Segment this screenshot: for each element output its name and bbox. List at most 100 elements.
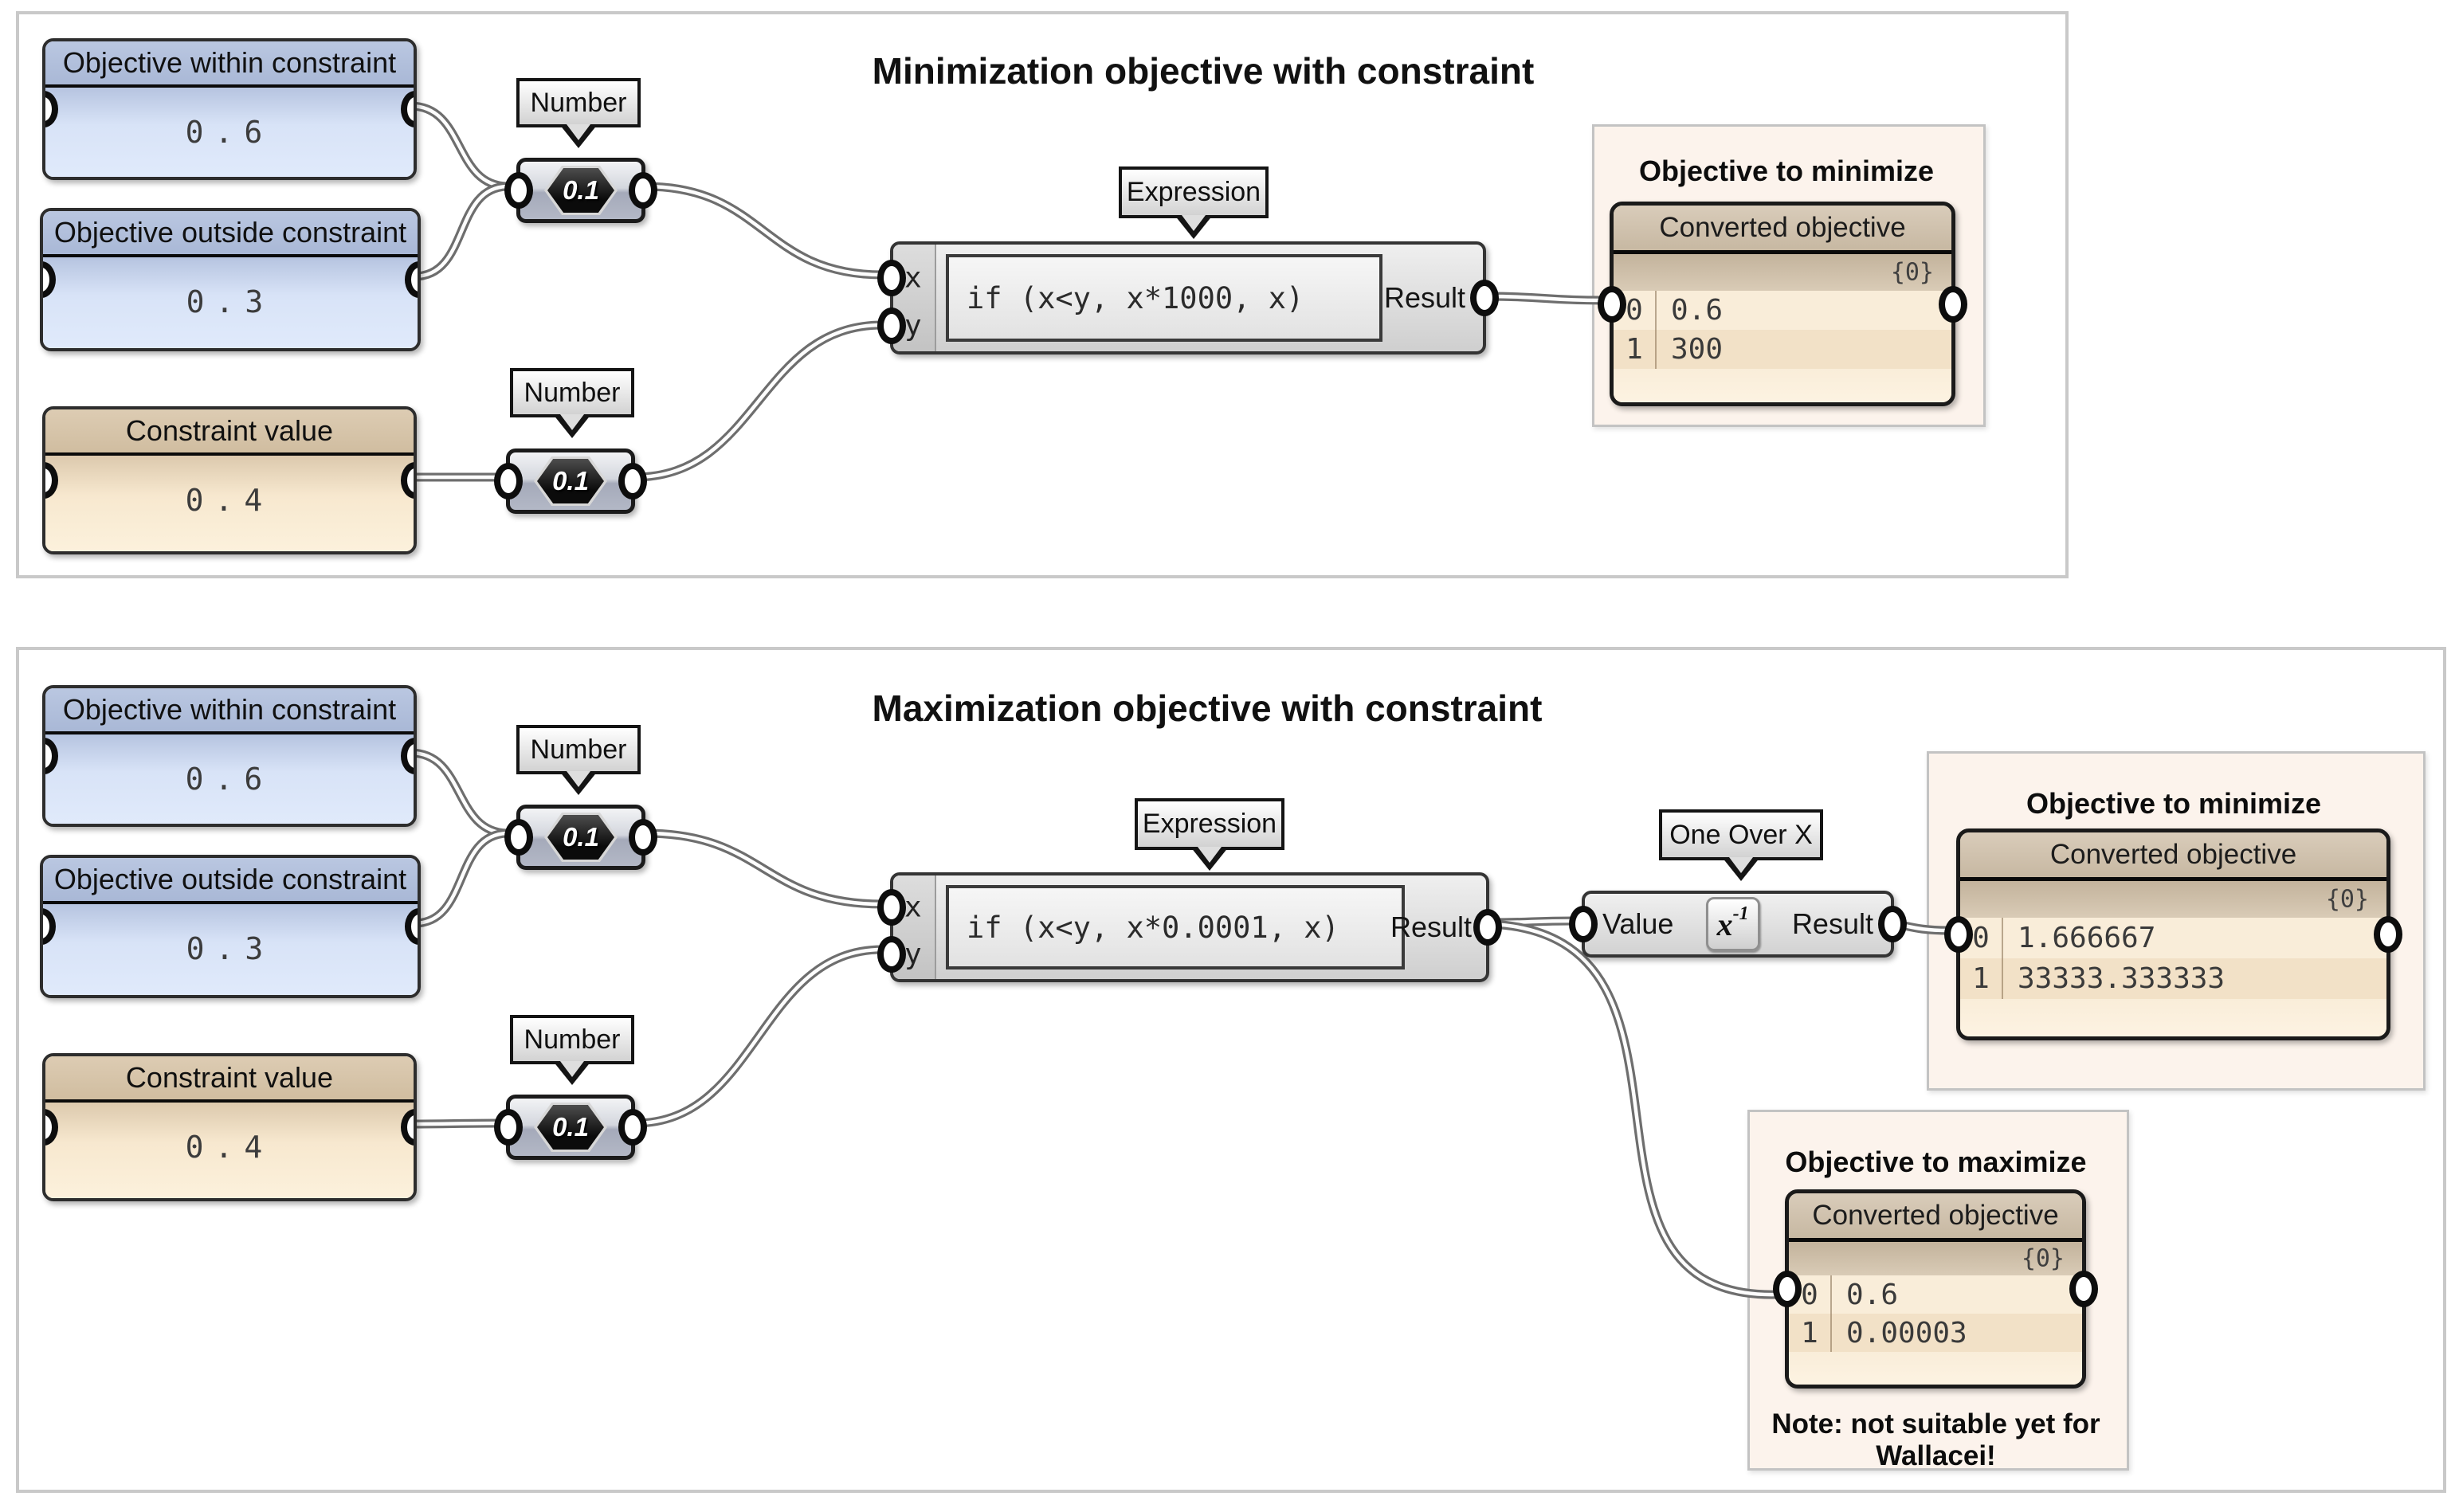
input-nub[interactable] bbox=[494, 1109, 523, 1146]
data-panel-converted-objective-top[interactable]: Converted objective {0} 0 0.6 1 300 bbox=[1598, 202, 1967, 406]
output-label-result: Result bbox=[1383, 281, 1465, 314]
data-row: 1 300 bbox=[1614, 330, 1951, 369]
x-inverse-icon: x -1 bbox=[1705, 897, 1760, 951]
balloon-number-2-top: Number bbox=[510, 368, 634, 438]
slider-value: 0.1 bbox=[563, 822, 599, 852]
data-filler-row bbox=[1960, 999, 2386, 1036]
input-nub[interactable] bbox=[1598, 285, 1626, 323]
output-nub[interactable] bbox=[618, 463, 647, 499]
balloon-label: Number bbox=[530, 734, 627, 765]
icon-base: x bbox=[1716, 906, 1733, 942]
balloon-number-1-top: Number bbox=[516, 78, 641, 148]
row-value: 0.00003 bbox=[1846, 1316, 1967, 1349]
input-nub[interactable] bbox=[1944, 916, 1973, 953]
input-nub[interactable] bbox=[45, 91, 58, 127]
output-nub-result[interactable] bbox=[1878, 906, 1907, 942]
data-path-row: {0} bbox=[1614, 254, 1951, 291]
balloon-expression-bottom: Expression bbox=[1135, 798, 1284, 871]
wire-within-to-slider-bottom bbox=[410, 748, 509, 838]
input-nub[interactable] bbox=[43, 261, 56, 298]
data-panel-body: Converted objective {0} 0 1.666667 1 333… bbox=[1960, 832, 2386, 1036]
slider-knob-icon: 0.1 bbox=[544, 166, 618, 215]
row-index: 0 bbox=[1789, 1275, 1832, 1314]
wire-expression-to-maximize-panel bbox=[1490, 919, 1778, 1299]
panel-constraint-value-top[interactable]: Constraint value 0.4 bbox=[42, 406, 417, 554]
output-nub[interactable] bbox=[401, 1109, 414, 1146]
wire-slider2-to-expression-y-top bbox=[634, 320, 883, 482]
data-panel-title: Converted objective bbox=[1789, 1193, 2082, 1242]
panel-constraint-value-bottom[interactable]: Constraint value 0.4 bbox=[42, 1053, 417, 1201]
panel-objective-within-top[interactable]: Objective within constraint 0.6 bbox=[42, 38, 417, 180]
data-row: 1 33333.333333 bbox=[1960, 958, 2386, 999]
data-filler-row bbox=[1614, 369, 1951, 402]
input-nub[interactable] bbox=[504, 819, 533, 856]
panel-value: 0.6 bbox=[185, 762, 274, 797]
data-path-row: {0} bbox=[1789, 1242, 2082, 1275]
input-nub-x[interactable] bbox=[877, 889, 906, 926]
input-nub[interactable] bbox=[43, 908, 56, 945]
data-row: 0 1.666667 bbox=[1960, 918, 2386, 958]
output-nub[interactable] bbox=[2374, 916, 2402, 953]
one-over-x-component[interactable]: Value x -1 Result bbox=[1569, 891, 1907, 958]
expression-component-bottom[interactable]: x y if (x<y, x*0.0001, x) Result bbox=[877, 872, 1502, 982]
panel-value: 0.4 bbox=[185, 483, 274, 518]
panel-objective-within-bottom[interactable]: Objective within constraint 0.6 bbox=[42, 685, 417, 827]
group-title-minimize-bottom: Objective to minimize bbox=[2026, 787, 2322, 820]
input-nub-x[interactable] bbox=[877, 259, 906, 296]
data-path-row: {0} bbox=[1960, 881, 2386, 918]
panel-title: Objective outside constraint bbox=[43, 858, 418, 904]
panel-title: Objective within constraint bbox=[45, 688, 414, 734]
data-panel-converted-objective-min-bottom[interactable]: Converted objective {0} 0 1.666667 1 333… bbox=[1944, 828, 2402, 1040]
data-filler-row bbox=[1789, 1352, 2082, 1385]
output-nub[interactable] bbox=[405, 908, 418, 945]
input-nub[interactable] bbox=[45, 462, 58, 499]
expression-editor[interactable]: if (x<y, x*0.0001, x) bbox=[946, 885, 1405, 969]
input-nub[interactable] bbox=[1773, 1271, 1802, 1307]
output-nub[interactable] bbox=[401, 462, 414, 499]
output-nub[interactable] bbox=[405, 261, 418, 298]
number-slider-2-top[interactable]: 0.1 bbox=[494, 449, 647, 514]
section-title-minimization: Minimization objective with constraint bbox=[872, 50, 1535, 92]
input-nub[interactable] bbox=[45, 738, 58, 774]
icon-superscript: -1 bbox=[1732, 903, 1749, 924]
number-slider-1-top[interactable]: 0.1 bbox=[504, 158, 657, 223]
slider-knob-icon: 0.1 bbox=[534, 1103, 607, 1152]
output-nub[interactable] bbox=[401, 91, 414, 127]
input-label-y: y bbox=[904, 309, 922, 343]
wire-outside-to-slider-bottom bbox=[414, 828, 509, 928]
input-nub-value[interactable] bbox=[1569, 906, 1598, 942]
balloon-label: Number bbox=[524, 1024, 621, 1055]
input-nub[interactable] bbox=[504, 172, 533, 209]
data-row: 0 0.6 bbox=[1789, 1275, 2082, 1314]
wire-slider1-to-expression-x-top bbox=[645, 182, 883, 280]
row-value: 0.6 bbox=[1671, 294, 1724, 327]
input-nub[interactable] bbox=[494, 463, 523, 499]
data-path: {0} bbox=[1890, 258, 1934, 287]
panel-objective-outside-top[interactable]: Objective outside constraint 0.3 bbox=[40, 208, 421, 351]
input-nub-y[interactable] bbox=[877, 935, 906, 973]
panel-objective-outside-bottom[interactable]: Objective outside constraint 0.3 bbox=[40, 855, 421, 998]
panel-value: 0.3 bbox=[186, 284, 275, 319]
input-nub-y[interactable] bbox=[877, 307, 906, 344]
expression-editor[interactable]: if (x<y, x*1000, x) bbox=[946, 254, 1382, 342]
expression-component-top[interactable]: x y if (x<y, x*1000, x) Result bbox=[877, 241, 1499, 354]
number-slider-2-bottom[interactable]: 0.1 bbox=[494, 1095, 647, 1160]
number-slider-1-bottom[interactable]: 0.1 bbox=[504, 805, 657, 870]
output-nub-result[interactable] bbox=[1473, 909, 1502, 946]
output-nub[interactable] bbox=[629, 819, 657, 856]
group-note-wallacei: Note: not suitable yet for Wallacei! bbox=[1771, 1408, 2100, 1471]
output-nub[interactable] bbox=[1939, 285, 1967, 323]
row-index: 1 bbox=[1789, 1314, 1832, 1352]
row-index: 0 bbox=[1614, 291, 1657, 330]
output-nub[interactable] bbox=[629, 172, 657, 209]
output-nub-result[interactable] bbox=[1470, 280, 1499, 316]
output-nub[interactable] bbox=[401, 738, 414, 774]
output-nub[interactable] bbox=[618, 1109, 647, 1146]
row-index: 0 bbox=[1960, 918, 2003, 958]
input-nub[interactable] bbox=[45, 1109, 58, 1146]
data-panel-converted-objective-max[interactable]: Converted objective {0} 0 0.6 1 0.00003 bbox=[1773, 1189, 2098, 1389]
balloon-label: One Over X bbox=[1669, 819, 1813, 850]
output-nub[interactable] bbox=[2069, 1271, 2098, 1307]
